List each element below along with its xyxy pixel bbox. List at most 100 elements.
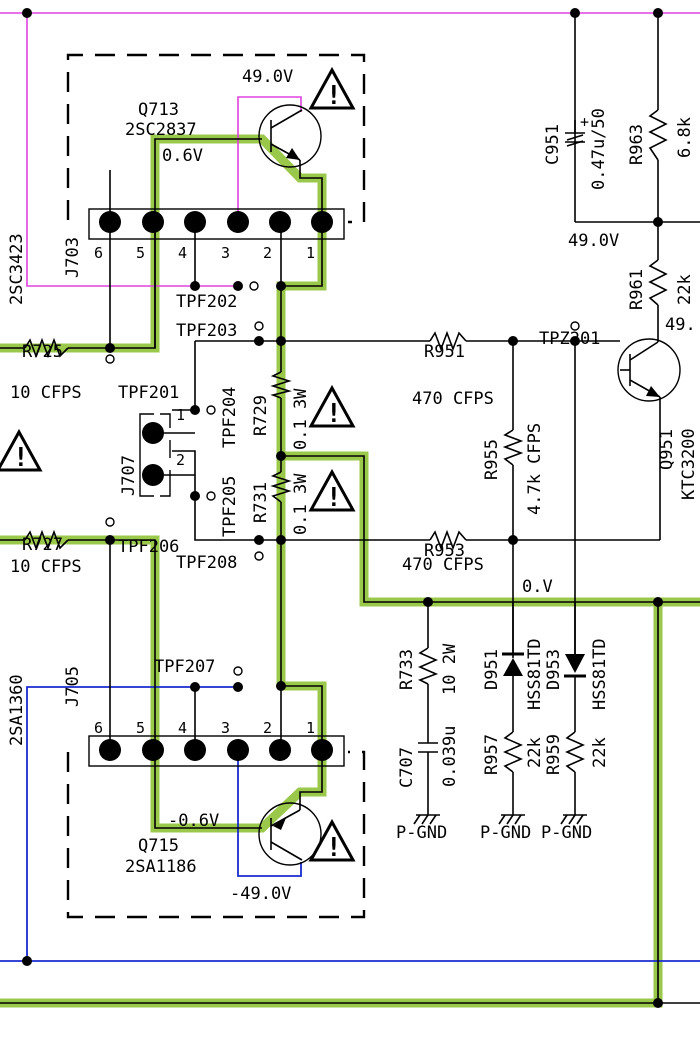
r957-value: 22k [525, 737, 545, 768]
negative-rail [0, 686, 700, 962]
j705-pin-4: 4 [178, 719, 187, 737]
svg-text:!: ! [326, 483, 342, 513]
rail-voltage: 49.0V [568, 231, 619, 251]
c707-value: 0.039u [440, 726, 460, 787]
j703-pin-4: 4 [178, 244, 187, 262]
module-outline-lower [66, 750, 366, 919]
tpf206-label: TPF206 [118, 537, 179, 557]
r953-ref: R953 [424, 541, 465, 561]
svg-text:!: ! [13, 443, 29, 473]
labels: 49.0V Q713 2SC2837 0.6V 6 5 4 3 2 1 TPF2… [10, 67, 696, 904]
r729-value: 0.1 3W [291, 388, 311, 450]
j705-pin-5: 5 [136, 719, 145, 737]
r953-symbol [429, 529, 467, 551]
r731-symbol [270, 471, 292, 503]
c951-value: 0.47u/50 [589, 108, 609, 190]
q715-collector-voltage: -49.0V [230, 884, 291, 904]
r731-ref: R731 [251, 482, 271, 523]
r733-value: 10 2W [440, 643, 460, 695]
left-upper-part: 2SC3423 [7, 233, 27, 305]
j705-connector [88, 735, 345, 767]
tpf205-point [206, 491, 216, 501]
tpz201-point [570, 321, 580, 331]
j703-pin-5: 5 [136, 244, 145, 262]
d951-ref: D951 [482, 649, 502, 690]
tpf202-label: TPF202 [176, 292, 237, 312]
r959-value: 22k [590, 737, 610, 768]
warning-icon: ! [308, 818, 356, 863]
highlight-path [0, 134, 700, 1008]
tpz201-label: TPZ201 [539, 329, 600, 349]
tpf208-point [254, 551, 264, 561]
r733-ref: R733 [397, 649, 417, 690]
d953-symbol [564, 602, 586, 678]
d953-ref: D953 [544, 649, 564, 690]
r729-ref: R729 [251, 395, 271, 436]
capacitor-symbols: + [418, 113, 589, 753]
c951-symbol: + [565, 113, 589, 147]
r963-symbol [648, 109, 668, 161]
r951-value: 470 CFPS [412, 389, 494, 409]
r959-symbol [565, 731, 585, 773]
tpf204-point [206, 405, 216, 415]
c707-ref: C707 [397, 747, 417, 788]
r963-ref: R963 [627, 124, 647, 165]
d951-symbol [502, 602, 524, 676]
ground-label: P-GND [541, 823, 592, 843]
c707-symbol [418, 742, 438, 753]
j703-pin-3: 3 [221, 244, 230, 262]
j707-ref: J707 [119, 455, 139, 496]
tpf201-point [105, 354, 115, 364]
r963-value: 6.8k [675, 117, 695, 158]
warning-icon: ! [308, 384, 356, 429]
junctions [22, 8, 663, 1008]
j703-pin-2: 2 [263, 244, 272, 262]
j705-pin-6: 6 [94, 719, 103, 737]
d951-part: HSS81TD [525, 638, 545, 710]
j705-pin-3: 3 [221, 719, 230, 737]
q713-collector-voltage: 49.0V [242, 67, 293, 87]
j703-connector [88, 208, 345, 240]
q713-base-voltage: 0.6V [162, 146, 203, 166]
module-outline-upper [66, 53, 366, 224]
q715-transistor [258, 802, 322, 866]
test-points [105, 281, 580, 676]
vertical-labels: 2SC3423 2SA1360 J703 J705 J707 TPF204 TP… [7, 108, 699, 788]
tpf201-label: TPF201 [118, 383, 179, 403]
ground-symbol-1 [413, 814, 440, 825]
q951-ref: Q951 [657, 429, 677, 470]
j705-pin-2: 2 [263, 719, 272, 737]
r725-value: 10 CFPS [10, 383, 82, 403]
r961-value: 22k [675, 274, 695, 305]
r957-ref: R957 [482, 734, 502, 775]
j705-ref: J705 [63, 666, 83, 707]
warning-icon: ! [308, 66, 356, 111]
svg-text:!: ! [326, 399, 342, 429]
r725-ref: R725 [22, 342, 63, 362]
q951-part: KTC3200 [679, 428, 699, 500]
q951-transistor [617, 338, 681, 402]
q715-base-voltage: -0.6V [168, 811, 219, 831]
svg-text:!: ! [326, 81, 342, 111]
d953-part: HSS81TD [590, 638, 610, 710]
ground-label: P-GND [480, 823, 531, 843]
q713-transistor [258, 104, 322, 168]
ground-symbol-3 [560, 814, 587, 825]
warning-icons: ! ! ! ! ! [0, 66, 356, 863]
j705-pin-1: 1 [306, 719, 315, 737]
r729-symbol [270, 371, 292, 399]
ground-symbols [413, 814, 587, 825]
tpf203-point [254, 321, 264, 331]
r959-ref: R959 [544, 734, 564, 775]
warning-icon: ! [0, 428, 43, 473]
warning-icon: ! [308, 468, 356, 513]
r951-symbol [429, 330, 467, 352]
tpf208-label: TPF208 [176, 553, 237, 573]
r955-value: 4.7k CFPS [525, 423, 545, 515]
q715-part: 2SA1186 [125, 857, 197, 877]
j707-pin-2: 2 [176, 451, 185, 469]
r731-value: 0.1 3W [291, 473, 311, 535]
diode-symbols [502, 602, 586, 678]
j707-pin-1: 1 [176, 406, 185, 424]
tpf207-label: TPF207 [154, 657, 215, 677]
